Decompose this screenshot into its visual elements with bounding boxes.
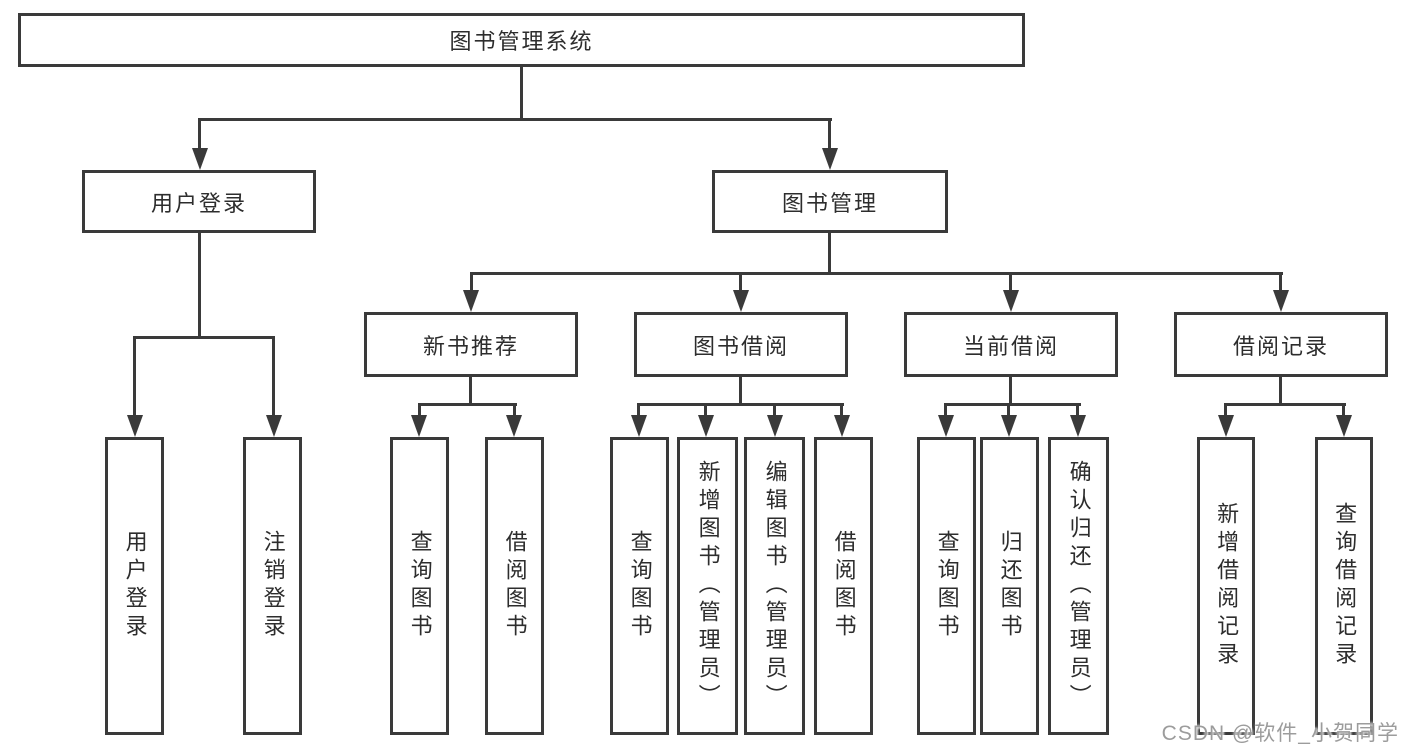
node-label: 图书借阅 (692, 333, 789, 359)
leaf-user-login: 用户登录 (105, 437, 164, 735)
leaf-label: 归还图书 (997, 530, 1023, 642)
leaf-label: 借阅图书 (831, 530, 857, 642)
arrowhead-leaf (698, 415, 714, 437)
arrowhead-leaf (631, 415, 647, 437)
node-label: 当前借阅 (962, 333, 1059, 359)
leaf-return-books: 归还图书 (980, 437, 1039, 735)
connector-stem-book-borrow (739, 272, 742, 292)
connector-user-login-vertical (198, 233, 201, 339)
arrowhead-borrow-records (1273, 290, 1289, 312)
arrowhead-user-login (192, 148, 208, 170)
connector-stem-leaf (1076, 403, 1079, 419)
connector-stem-logout-leaf (272, 336, 275, 418)
leaf-label: 借阅图书 (502, 530, 528, 642)
node-label: 用户登录 (150, 190, 247, 216)
connector-stem-leaf (773, 403, 776, 419)
connector-book-mgmt-vertical (828, 233, 831, 275)
connector-stem-borrow-records (1279, 272, 1282, 292)
node-book-mgmt: 图书管理 (712, 170, 948, 233)
leaf-confirm-return-admin: 确认归还（管理员） (1048, 437, 1109, 735)
connector-root-vertical (520, 67, 523, 120)
arrowhead-current-borrow (1003, 290, 1019, 312)
arrowhead-leaf (1336, 415, 1352, 437)
node-label: 图书管理系统 (449, 29, 594, 54)
node-user-login: 用户登录 (82, 170, 316, 233)
leaf-query-borrow-record: 查询借阅记录 (1315, 437, 1373, 735)
connector-stem-leaf (840, 403, 843, 419)
connector-stem-leaf (513, 403, 516, 419)
node-new-book-recommend: 新书推荐 (364, 312, 578, 377)
leaf-label: 查询图书 (407, 530, 433, 642)
leaf-label: 编辑图书（管理员） (762, 460, 788, 712)
arrowhead-leaf (938, 415, 954, 437)
leaf-label: 注销登录 (260, 530, 286, 642)
node-book-borrow: 图书借阅 (634, 312, 848, 377)
arrowhead-leaf (1001, 415, 1017, 437)
connector-book-borrow-vertical (739, 377, 742, 406)
leaf-borrow-books-recommend: 借阅图书 (485, 437, 544, 735)
leaf-label: 用户登录 (122, 530, 148, 642)
arrowhead-leaf (506, 415, 522, 437)
leaf-query-books-recommend: 查询图书 (390, 437, 449, 735)
connector-current-borrow-vertical (1009, 377, 1012, 406)
arrowhead-logout-leaf (266, 415, 282, 437)
connector-stem-user-login (198, 118, 201, 151)
connector-stem-leaf (1007, 403, 1010, 419)
watermark-text: CSDN @软件_小贺同学 (1161, 722, 1399, 745)
node-label: 新书推荐 (422, 333, 519, 359)
connector-stem-login-leaf (133, 336, 136, 418)
arrowhead-leaf (411, 415, 427, 437)
node-borrow-records: 借阅记录 (1174, 312, 1388, 377)
node-current-borrow: 当前借阅 (904, 312, 1118, 377)
arrowhead-leaf (1218, 415, 1234, 437)
leaf-add-books-admin: 新增图书（管理员） (677, 437, 738, 735)
arrowhead-book-borrow (733, 290, 749, 312)
arrowhead-leaf (1070, 415, 1086, 437)
leaf-borrow-books: 借阅图书 (814, 437, 873, 735)
node-system-root: 图书管理系统 (18, 13, 1025, 67)
connector-stem-leaf (637, 403, 640, 419)
connector-stem-leaf (1224, 403, 1227, 419)
connector-borrow-records-horizontal (1224, 403, 1346, 406)
connector-new-book-vertical (469, 377, 472, 406)
leaf-label: 查询借阅记录 (1332, 502, 1358, 670)
arrowhead-login-leaf (127, 415, 143, 437)
connector-root-horizontal (198, 118, 832, 121)
connector-book-borrow-horizontal (637, 403, 844, 406)
connector-stem-new-book (470, 272, 473, 292)
leaf-query-books-borrow: 查询图书 (610, 437, 669, 735)
arrowhead-leaf (834, 415, 850, 437)
leaf-label: 查询图书 (627, 530, 653, 642)
connector-book-mgmt-horizontal (470, 272, 1283, 275)
leaf-label: 新增借阅记录 (1214, 502, 1240, 670)
connector-stem-leaf (418, 403, 421, 419)
connector-current-borrow-horizontal (944, 403, 1081, 406)
leaf-label: 查询图书 (934, 530, 960, 642)
leaf-query-books-current: 查询图书 (917, 437, 976, 735)
connector-user-login-horizontal (133, 336, 275, 339)
leaf-logout: 注销登录 (243, 437, 302, 735)
connector-stem-leaf (704, 403, 707, 419)
connector-stem-leaf (944, 403, 947, 419)
arrowhead-new-book (463, 290, 479, 312)
connector-stem-leaf (1342, 403, 1345, 419)
node-label: 借阅记录 (1232, 333, 1329, 359)
leaf-label: 新增图书（管理员） (695, 460, 721, 712)
leaf-edit-books-admin: 编辑图书（管理员） (744, 437, 805, 735)
arrowhead-book-mgmt (822, 148, 838, 170)
node-label: 图书管理 (781, 190, 878, 216)
connector-stem-current-borrow (1009, 272, 1012, 292)
arrowhead-leaf (767, 415, 783, 437)
connector-borrow-records-vertical (1279, 377, 1282, 406)
leaf-add-borrow-record: 新增借阅记录 (1197, 437, 1255, 735)
connector-stem-book-mgmt (828, 118, 831, 151)
leaf-label: 确认归还（管理员） (1066, 460, 1092, 712)
connector-new-book-horizontal (418, 403, 517, 406)
